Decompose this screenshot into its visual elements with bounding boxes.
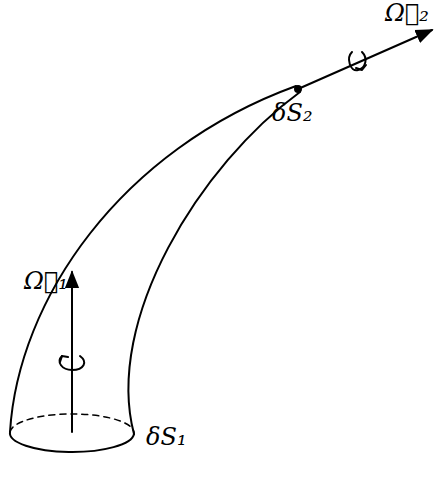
vector-label: Ω⃗₁ [24, 268, 68, 294]
vector-label: Ω⃗₂ [385, 0, 429, 26]
rotation-arrowhead [60, 356, 68, 362]
area-label: δS₁ [146, 424, 187, 450]
cross-section [10, 432, 134, 452]
tube-wall [10, 86, 296, 432]
area-label: δS₂ [272, 100, 313, 126]
rotation-arrow [349, 52, 365, 70]
vorticity-vector [71, 272, 73, 432]
rotation-arrowhead [356, 65, 366, 70]
vorticity-vector [298, 30, 432, 89]
rotation-arrow [60, 356, 85, 370]
tube-wall [128, 92, 300, 434]
